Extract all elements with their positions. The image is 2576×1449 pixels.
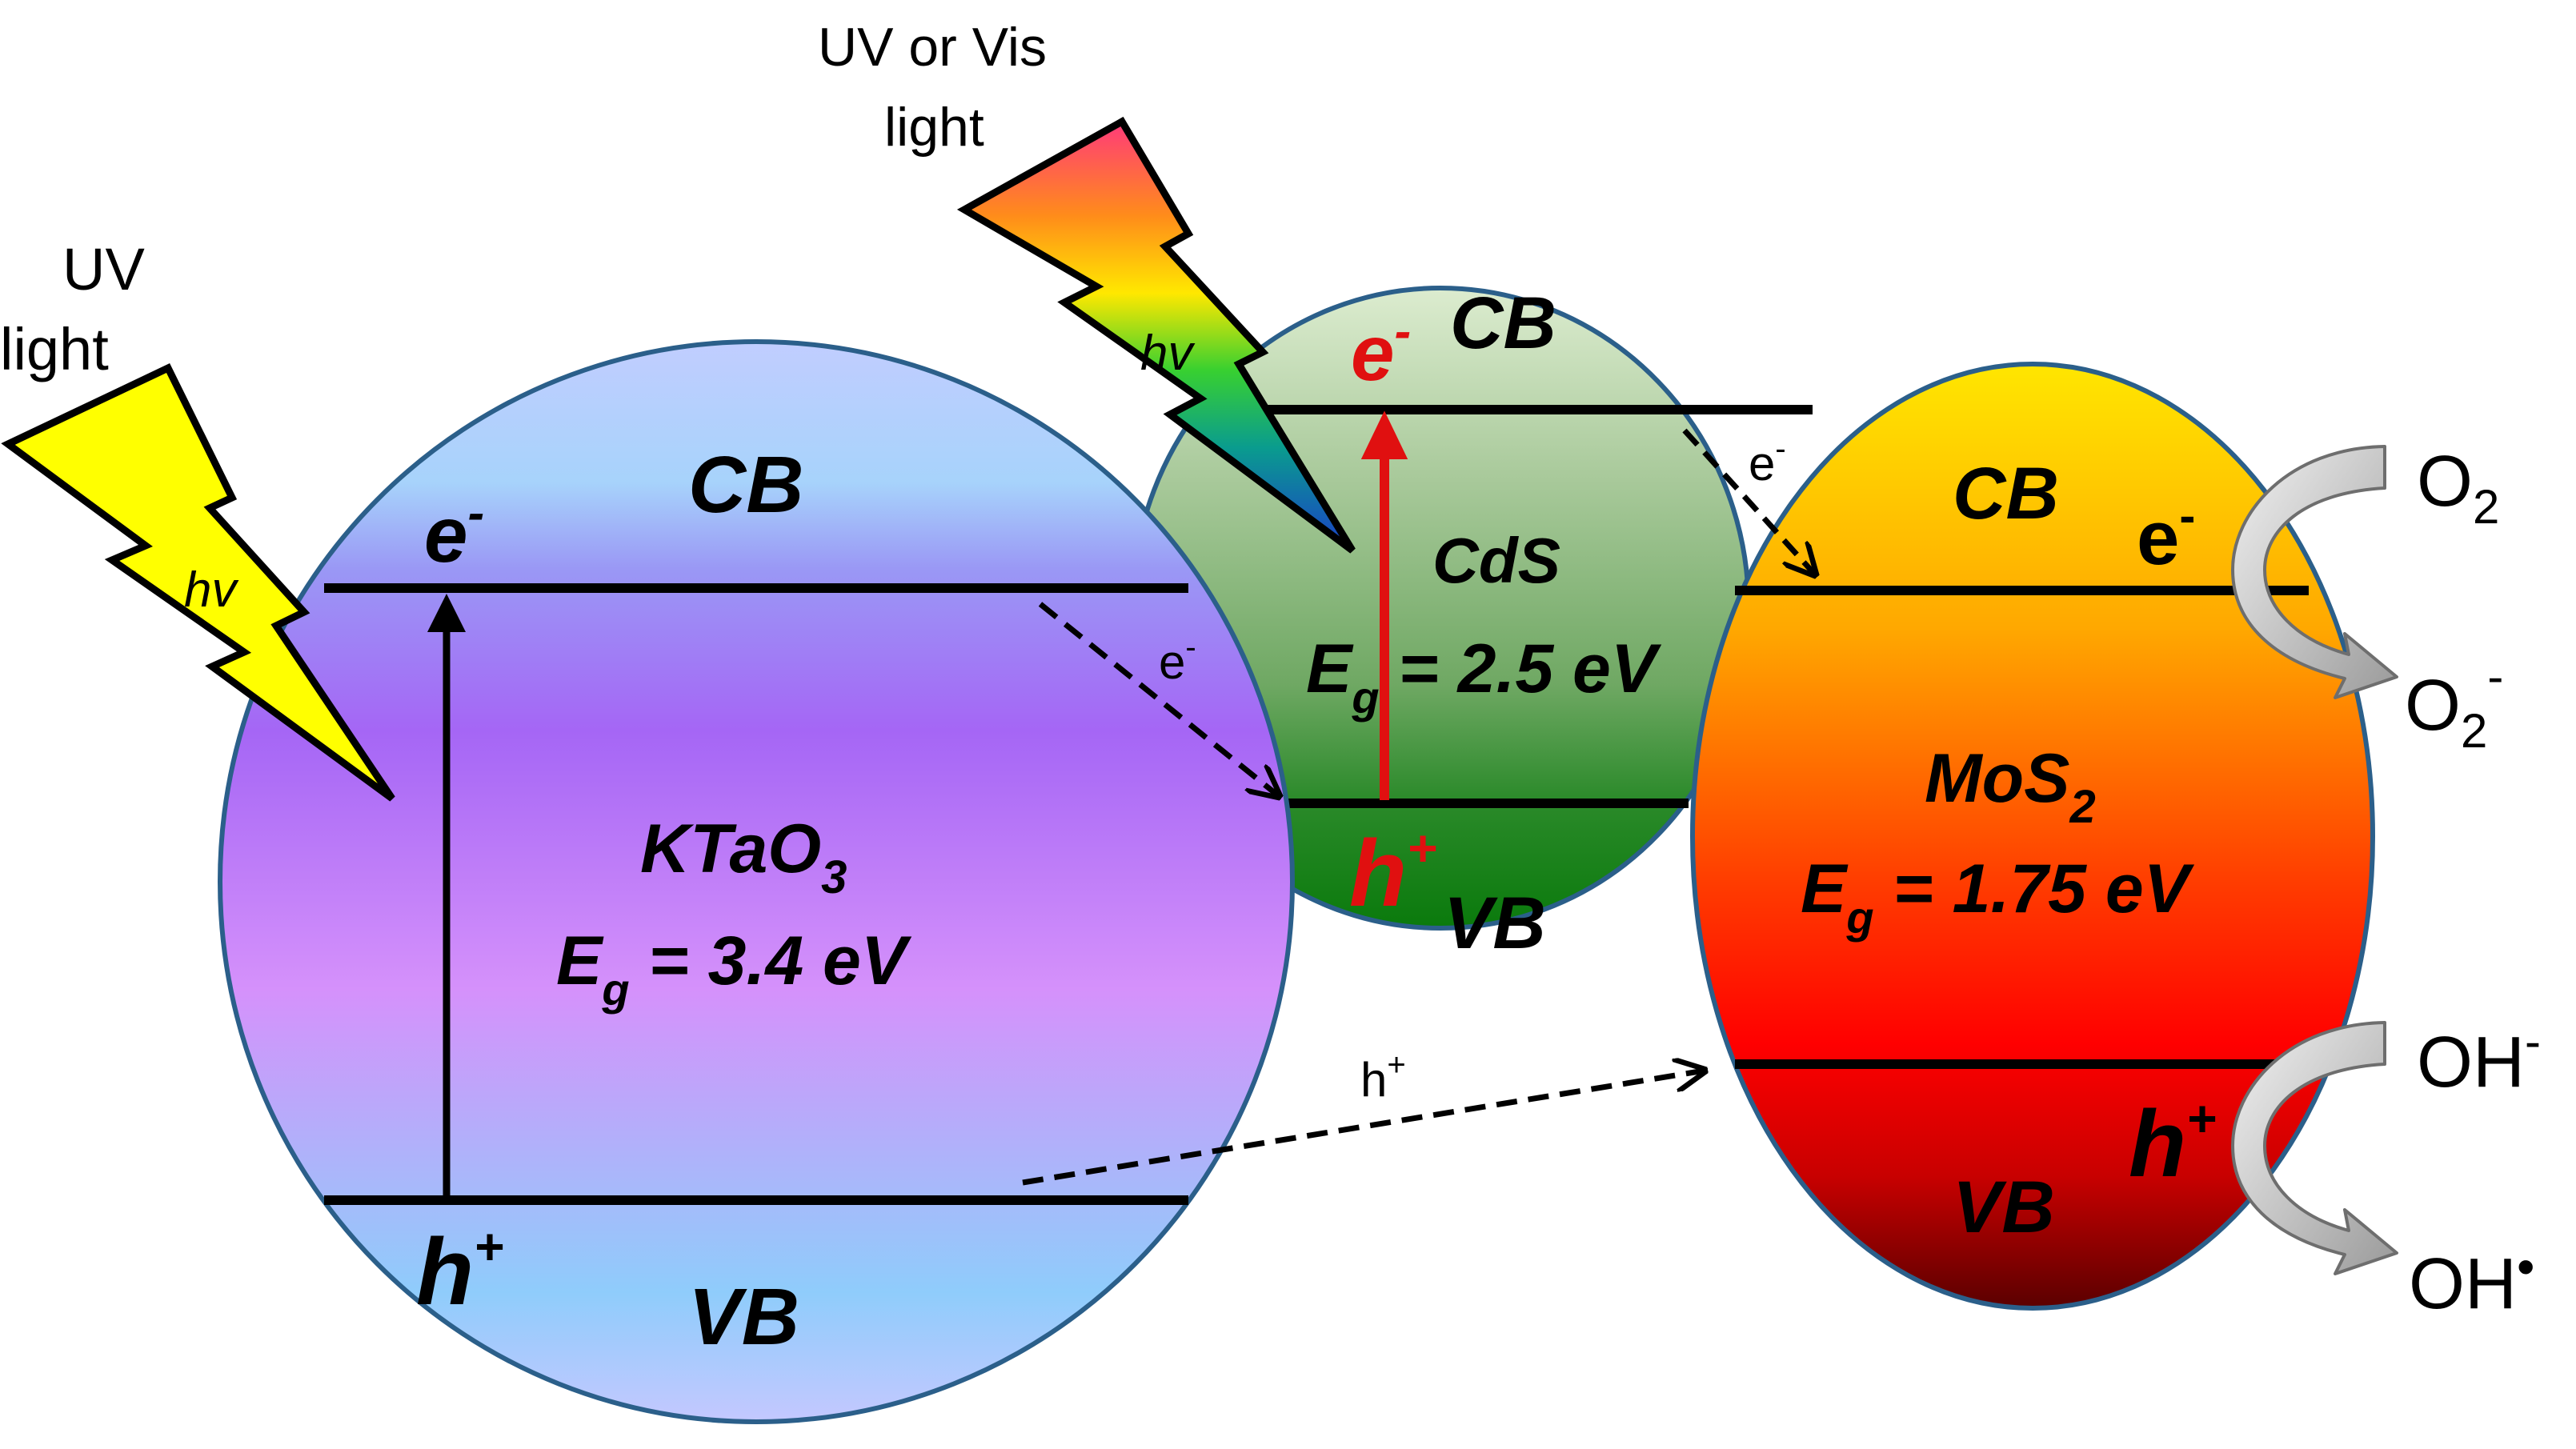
cds-hole-label: h+ <box>1349 819 1436 927</box>
mos2-cb-label: CB <box>1953 453 2059 534</box>
oxygen-reaction-curved-arrow <box>2231 445 2398 699</box>
uv-hv-label: hv <box>184 562 238 618</box>
ktao3-vb-label: VB <box>688 1272 799 1362</box>
uv-vis-light-label-line1: UV or Vis <box>818 17 1047 78</box>
hole-transfer-arrow <box>1022 1071 1705 1186</box>
hydroxyl-oxidation-reaction: OH- OH• <box>2231 1015 2541 1324</box>
hydroxide-reactant: OH- <box>2417 1015 2541 1103</box>
uv-vis-lightning-bolt-icon <box>956 116 1356 554</box>
ktao3-to-cds-electron-transfer: e- <box>1038 602 1279 796</box>
cds-band-gap: Eg = 2.5 eV <box>1306 630 1662 722</box>
ktao3-electron-label: e- <box>424 486 484 578</box>
ktao3-name: KTaO3 <box>640 811 847 903</box>
ktao3-excitation-arrowhead <box>427 594 466 632</box>
cds-to-mos2-electron-transfer: e- <box>1682 428 1815 574</box>
mos2-hole-label: h+ <box>2129 1090 2216 1197</box>
mos2-band-gap: Eg = 1.75 eV <box>1801 851 2195 943</box>
ktao3-band-gap: Eg = 3.4 eV <box>556 923 912 1015</box>
ktao3-semiconductor: e- CB KTaO3 Eg = 3.4 eV h+ VB <box>218 339 1295 1424</box>
uv-vis-light-source: UV or Vis light hv <box>818 17 1356 554</box>
ktao3-to-mos2-hole-transfer: h+ <box>1022 1047 1705 1186</box>
cds-cb-label: CB <box>1450 282 1556 364</box>
cds-electron-label: e- <box>1351 304 1411 397</box>
uv-vis-hv-label: hv <box>1140 326 1195 381</box>
oxygen-reactant: O2 <box>2417 442 2499 534</box>
mos2-electron-label: e- <box>2137 489 2195 581</box>
uv-vis-light-label-line2: light <box>884 97 984 158</box>
hydroxyl-radical-product: OH• <box>2409 1238 2534 1324</box>
uv-light-label-line2: light <box>0 316 109 382</box>
oxygen-reduction-reaction: O2 O2- <box>2231 442 2503 758</box>
ktao3-hole-label: h+ <box>416 1218 503 1325</box>
ktao3-body <box>218 339 1295 1424</box>
cds-vb-label: VB <box>1444 883 1546 964</box>
cds-name: CdS <box>1432 525 1560 596</box>
electron-transfer-arrow <box>1038 602 1279 796</box>
uv-light-label-line1: UV <box>62 236 145 302</box>
electron-transfer-label: e- <box>1749 431 1786 490</box>
hydroxyl-reaction-curved-arrow <box>2231 1021 2398 1275</box>
uv-light-source: UV light hv <box>0 236 395 802</box>
superoxide-product: O2- <box>2405 650 2503 758</box>
uv-lightning-bolt-icon <box>1 363 395 802</box>
mos2-semiconductor: CB e- MoS2 Eg = 1.75 eV h+ VB <box>1690 362 2375 1311</box>
ktao3-cb-label: CB <box>688 440 803 530</box>
mos2-body <box>1690 362 2375 1311</box>
electron-transfer-label: e- <box>1159 630 1196 689</box>
mos2-vb-label: VB <box>1953 1167 2055 1248</box>
mos2-name: MoS2 <box>1925 740 2096 833</box>
hole-transfer-label: h+ <box>1360 1047 1406 1107</box>
cds-excitation-arrowhead <box>1360 410 1408 459</box>
electron-transfer-arrow <box>1682 428 1815 574</box>
